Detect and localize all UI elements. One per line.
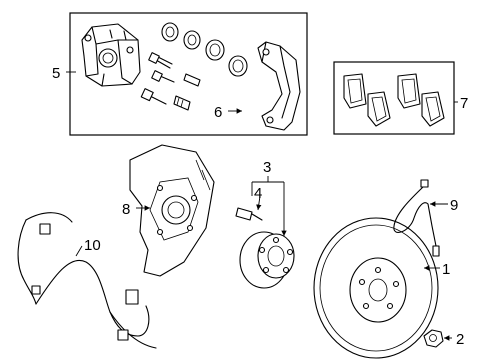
callout-4: 4	[254, 185, 262, 202]
callout-1: 1	[442, 261, 450, 278]
callout-2: 2	[456, 331, 464, 348]
wheel-hub	[239, 231, 295, 289]
brake-pads	[343, 73, 445, 127]
callout-10: 10	[84, 237, 101, 254]
callout-8: 8	[122, 201, 130, 218]
caliper-body	[81, 23, 141, 87]
caliper-bracket	[257, 41, 301, 131]
dust-shield	[129, 144, 215, 277]
callout-9: 9	[450, 197, 458, 214]
callout-6: 6	[214, 104, 222, 121]
brake-pads-box	[333, 61, 455, 135]
abs-sensor-wire	[17, 212, 157, 349]
callout-5: 5	[52, 65, 60, 82]
hub-nut	[423, 329, 444, 348]
caliper-kit-box	[69, 12, 308, 136]
caliper-bolts	[140, 52, 201, 111]
piston-seals	[161, 22, 248, 77]
callout-3: 3	[263, 159, 271, 176]
hub-bolt	[235, 207, 263, 221]
wear-sensor	[393, 179, 440, 257]
brake-rotor	[313, 217, 439, 359]
callout-7: 7	[460, 95, 468, 112]
